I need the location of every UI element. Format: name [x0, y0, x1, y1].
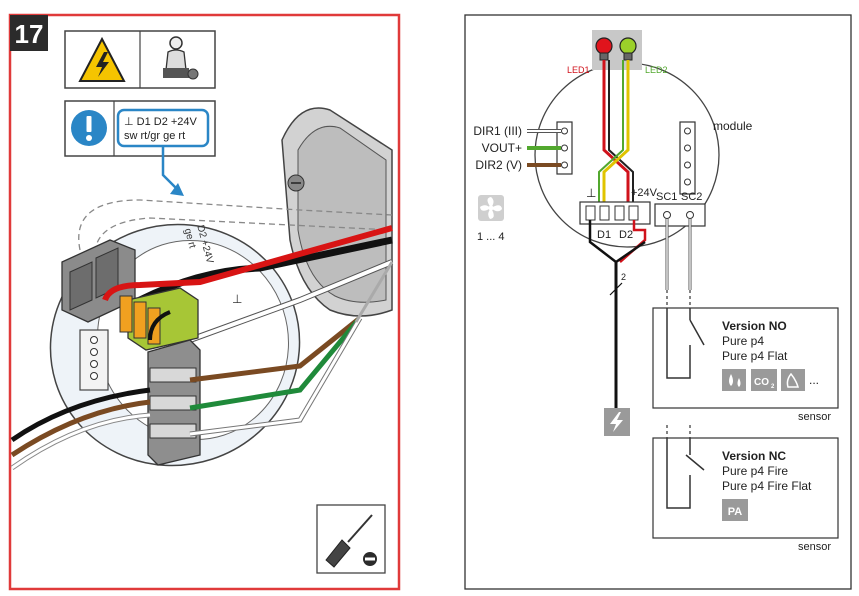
electrical-hazard-icon [78, 36, 126, 82]
dir1-label: DIR1 (III) [473, 124, 522, 138]
dashed-cable-2 [94, 217, 393, 263]
vout-label: VOUT+ [482, 141, 522, 155]
sensor-no-box [652, 307, 839, 409]
screwdriver-box [316, 504, 386, 574]
led1-label: LED1 [567, 65, 590, 75]
safety-icons-box [64, 30, 216, 89]
callout-wire-colors: sw rt/gr ge rt [124, 130, 185, 142]
led2-label: LED2 [645, 65, 668, 75]
sensor-nc-title: Version NC [722, 449, 786, 463]
pa-badge: PA [722, 499, 748, 521]
d2-label: D2 [619, 229, 633, 241]
sc1-label: SC1 [656, 191, 677, 203]
module-label: module [713, 119, 753, 133]
callout-arrowhead [170, 183, 184, 196]
no-switch-symbol [666, 308, 705, 379]
sensor-no-line1: Pure p4 [722, 334, 764, 348]
brown-wire [189, 316, 362, 383]
sensor-nc-line1: Pure p4 Fire [722, 464, 788, 478]
ring-label-colors: ge rt [182, 227, 198, 249]
callout-terminal-names: ⊥ D1 D2 +24V [124, 116, 198, 128]
d1-label: D1 [597, 229, 611, 241]
bundle-brown [10, 399, 151, 458]
odor-icon [781, 369, 805, 391]
sensor-cable-tip [354, 261, 394, 323]
terminal-block-dir [147, 339, 201, 466]
led2-green-icon [619, 37, 637, 61]
power-supply-icon [604, 408, 630, 436]
info-icon [71, 110, 107, 146]
sensor-no-caption: sensor [798, 411, 831, 423]
step-badge [10, 15, 48, 51]
green-wire [189, 316, 362, 411]
cable-merge [588, 220, 646, 264]
sensor-no-line2: Pure p4 Flat [722, 349, 788, 363]
co2-subscript: 2 [771, 384, 775, 390]
info-callout-box: ⊥ D1 D2 +24V sw rt/gr ge rt [64, 100, 216, 157]
nc-switch-symbol [666, 438, 705, 509]
fan-range-label: 1 ... 4 [477, 231, 505, 243]
ground-terminal-label: ⊥ [586, 186, 596, 200]
module-connector [679, 121, 696, 195]
mount-cap [281, 107, 393, 317]
sensor-no-title: Version NO [722, 319, 787, 333]
plus24v-label: +24V [631, 187, 658, 199]
white-wire-fill [189, 317, 362, 436]
co2-icon: CO 2 [751, 369, 777, 391]
pa-text: PA [728, 506, 743, 518]
sensor-no-more: ... [809, 373, 819, 387]
sc2-label: SC2 [681, 191, 702, 203]
technician-icon [163, 36, 199, 80]
dir2-label: DIR2 (V) [475, 158, 522, 172]
dashed-cable [78, 199, 393, 251]
led1-wire-black [608, 60, 634, 210]
sensor-nc-caption: sensor [798, 541, 831, 553]
step-number: 17 [15, 19, 44, 49]
black-wire-into-terminal [148, 310, 171, 341]
callout-arrow [161, 146, 177, 189]
humidity-icon [722, 369, 746, 391]
led2-wire-yellow [602, 60, 630, 210]
red-cable [102, 225, 393, 302]
bundle-white-fill [11, 413, 151, 470]
sensor-nc-box [652, 437, 839, 539]
white-sensor-cable-fill [189, 260, 393, 342]
led1-red-icon [595, 37, 613, 61]
cable-count-label: 2 [621, 272, 626, 282]
sensor-nc-line2: Pure p4 Fire Flat [722, 479, 812, 493]
screwdriver-icon [325, 514, 377, 568]
led2-wire-green [598, 60, 624, 210]
bundle-black [10, 387, 151, 443]
connector-white [79, 329, 109, 391]
led-bulbs [592, 30, 642, 70]
push-terminal-green [119, 287, 199, 351]
co2-text: CO [754, 377, 769, 388]
cable-tick [609, 282, 623, 296]
sc-terminal [654, 203, 706, 227]
fan-icon [478, 195, 504, 221]
ring-ground-symbol: ⊥ [232, 292, 242, 306]
terminal-block-grey [61, 239, 136, 323]
